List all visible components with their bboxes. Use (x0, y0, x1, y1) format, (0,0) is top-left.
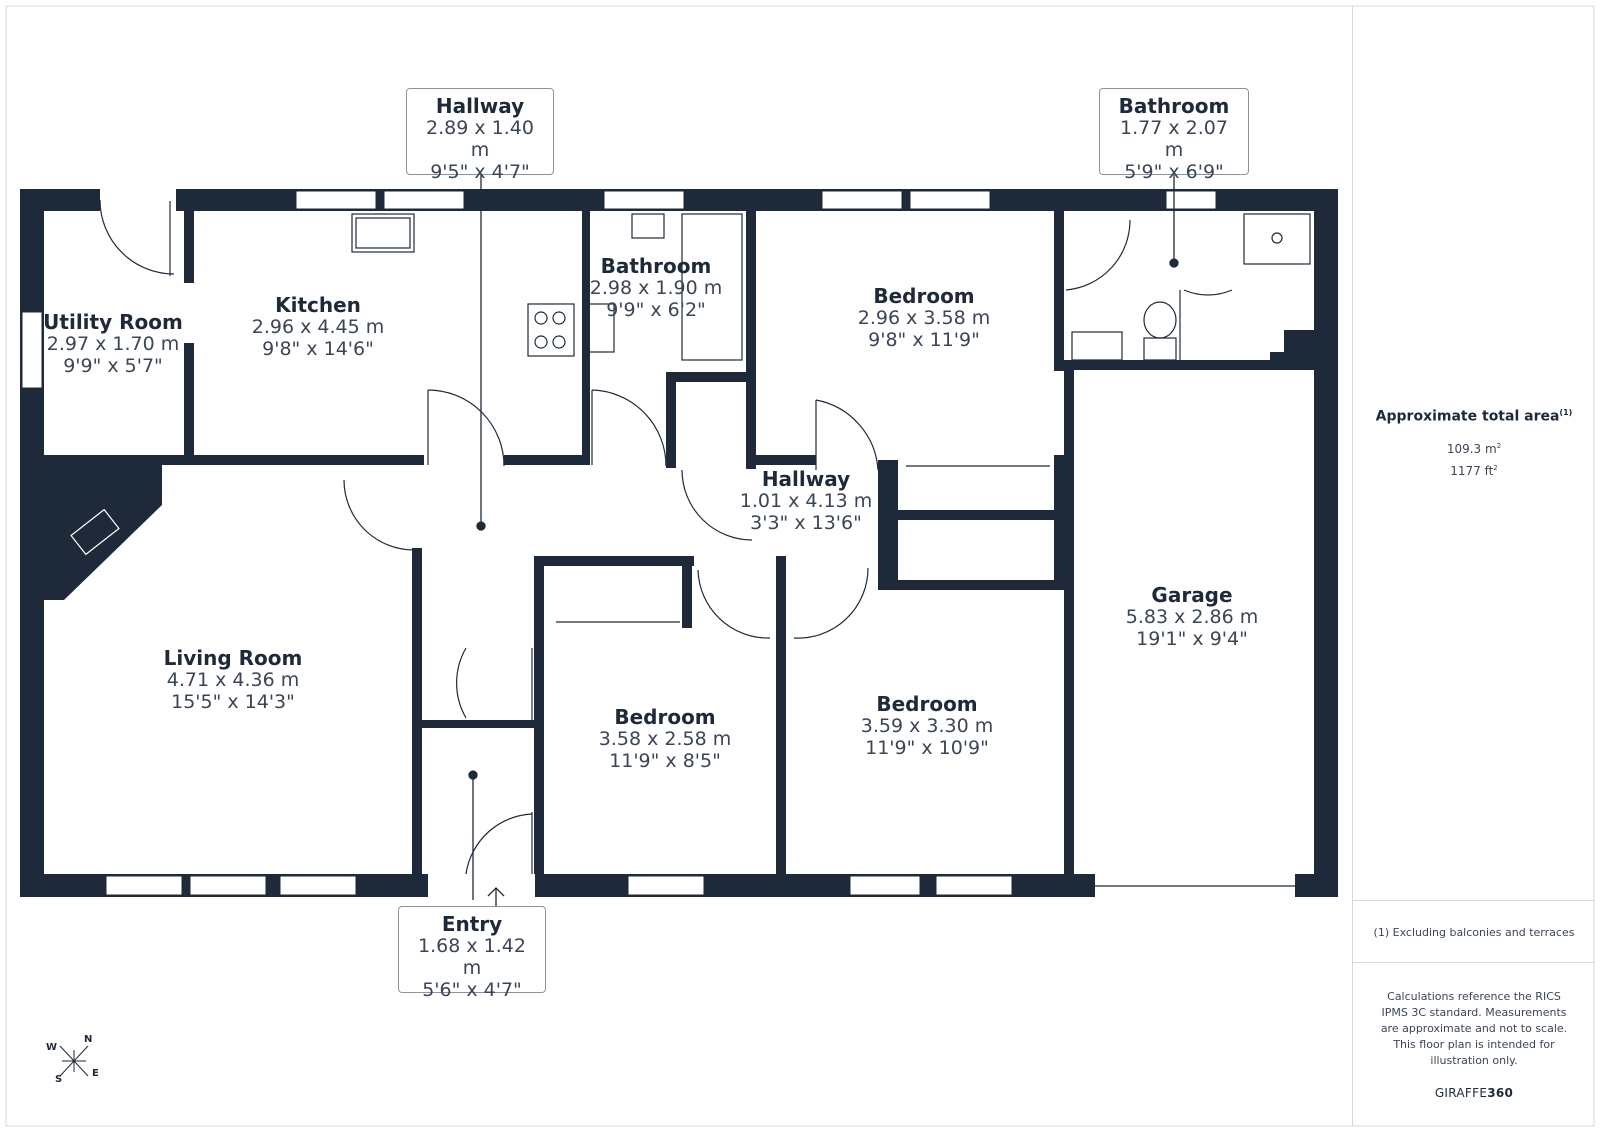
room-label-bedroom-top: Bedroom 2.96 x 3.58 m 9'8" x 11'9" (858, 285, 990, 352)
windows (21, 190, 1217, 896)
room-label-kitchen: Kitchen 2.96 x 4.45 m 9'8" x 14'6" (252, 294, 384, 361)
room-metric: 3.58 x 2.58 m (598, 728, 732, 750)
callout-imperial: 5'9" x 6'9" (1124, 160, 1224, 183)
room-metric: 2.97 x 1.70 m (46, 333, 180, 355)
compass-n-label: N (84, 1034, 93, 1045)
callout-metric: 2.89 x 1.40 m (426, 117, 534, 161)
callout-name: Bathroom (1118, 94, 1230, 118)
room-name: Living Room (163, 646, 303, 670)
callout-imperial: 5'6" x 4'7" (422, 978, 522, 1001)
area-m2-value: 109.3 m (1446, 442, 1497, 456)
callout-metric: 1.68 x 1.42 m (418, 935, 526, 979)
total-area-metric: 109.3 m2 (1353, 442, 1595, 456)
room-imperial: 9'9" x 5'7" (63, 354, 163, 377)
room-label-bedroom-right: Bedroom 3.59 x 3.30 m 11'9" x 10'9" (861, 693, 993, 760)
room-metric: 2.98 x 1.90 m (589, 277, 723, 299)
callout-imperial: 9'5" x 4'7" (430, 160, 530, 183)
room-label-garage: Garage 5.83 x 2.86 m 19'1" x 9'4" (1126, 584, 1258, 651)
room-imperial: 9'9" x 6'2" (606, 298, 706, 321)
room-imperial: 9'8" x 11'9" (868, 328, 980, 351)
room-name: Bedroom (876, 692, 978, 716)
room-metric: 4.71 x 4.36 m (166, 669, 300, 691)
fixtures (70, 213, 1311, 887)
room-metric: 5.83 x 2.86 m (1125, 606, 1259, 628)
room-label-bedroom-left: Bedroom 3.58 x 2.58 m 11'9" x 8'5" (599, 706, 731, 773)
room-metric: 1.01 x 4.13 m (739, 490, 873, 512)
room-name: Utility Room (43, 310, 183, 334)
area-ft2-sup: 2 (1493, 464, 1498, 472)
room-imperial: 3'3" x 13'6" (750, 511, 862, 534)
room-name: Hallway (761, 467, 851, 491)
area-ft2-value: 1177 ft (1450, 464, 1494, 478)
room-metric: 2.96 x 3.58 m (857, 307, 991, 329)
room-imperial: 11'9" x 8'5" (609, 749, 721, 772)
info-panel: Approximate total area(1) 109.3 m2 1177 … (1352, 6, 1595, 1126)
room-name: Kitchen (275, 293, 361, 317)
interior-walls (44, 201, 1314, 874)
room-name: Bedroom (614, 705, 716, 729)
callout-entry: Entry 1.68 x 1.42 m 5'6" x 4'7" (398, 906, 546, 1001)
compass-w-label: W (46, 1042, 58, 1053)
panel-divider (1353, 900, 1595, 901)
room-label-bathroom-small: Bathroom 2.98 x 1.90 m 9'9" x 6'2" (590, 255, 722, 322)
room-label-living: Living Room 4.71 x 4.36 m 15'5" x 14'3" (164, 647, 303, 714)
callout-name: Hallway (435, 94, 525, 118)
brand-suffix: 360 (1487, 1086, 1514, 1100)
brand-logo: GIRAFFE360 (1353, 1086, 1595, 1100)
room-name: Bathroom (600, 254, 712, 278)
room-name: Garage (1151, 583, 1233, 607)
room-metric: 3.59 x 3.30 m (860, 715, 994, 737)
total-area-note: (1) (1559, 408, 1573, 417)
room-imperial: 11'9" x 10'9" (865, 736, 989, 759)
brand-prefix: GIRAFFE (1434, 1086, 1488, 1100)
disclaimer: Calculations reference the RICS IPMS 3C … (1380, 990, 1568, 1067)
door-swings (99, 199, 1233, 875)
room-imperial: 15'5" x 14'3" (171, 690, 295, 713)
compass-e-label: E (92, 1068, 99, 1079)
callout-metric: 1.77 x 2.07 m (1120, 117, 1228, 161)
total-area-imperial: 1177 ft2 (1353, 464, 1595, 478)
callout-bathroom: Bathroom 1.77 x 2.07 m 5'9" x 6'9" (1099, 88, 1249, 183)
total-area-title: Approximate total area(1) (1353, 408, 1595, 425)
total-area-title-text: Approximate total area (1375, 408, 1560, 425)
area-m2-sup: 2 (1496, 442, 1502, 450)
compass-rose (59, 1045, 89, 1077)
room-imperial: 9'8" x 14'6" (262, 337, 374, 360)
room-label-utility: Utility Room 2.97 x 1.70 m 9'9" x 5'7" (43, 311, 183, 378)
callout-name: Entry (441, 912, 503, 936)
room-name: Bedroom (873, 284, 975, 308)
room-metric: 2.96 x 4.45 m (251, 316, 385, 338)
footnote: (1) Excluding balconies and terraces (1373, 926, 1575, 939)
room-label-hallway-inner: Hallway 1.01 x 4.13 m 3'3" x 13'6" (740, 468, 872, 535)
panel-divider (1353, 962, 1595, 963)
compass-s-label: S (55, 1074, 63, 1085)
callout-hallway: Hallway 2.89 x 1.40 m 9'5" x 4'7" (406, 88, 554, 183)
room-imperial: 19'1" x 9'4" (1136, 627, 1248, 650)
callout-pointers (468, 175, 1179, 906)
